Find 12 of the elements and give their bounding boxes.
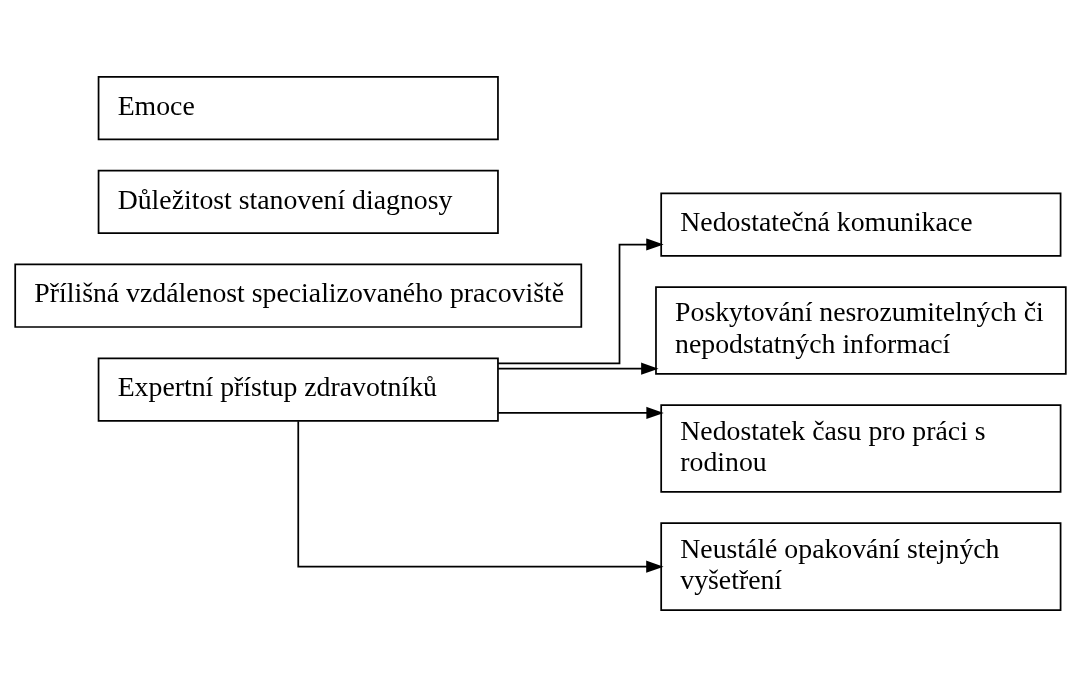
node-box: Poskytování nesrozumitelných či nepodstatných informací bbox=[655, 286, 1067, 375]
node-box: Nedostatečná komunikace bbox=[660, 192, 1062, 257]
node-box: Emoce bbox=[97, 76, 499, 141]
arrow bbox=[497, 238, 664, 365]
node-box: Neustálé opakování stejných vyšetření bbox=[660, 522, 1062, 611]
node-box: Nedostatek času pro práci s rodinou bbox=[660, 404, 1062, 493]
arrow bbox=[497, 362, 659, 375]
arrow bbox=[297, 420, 664, 573]
node-box: Důležitost stanovení diagnosy bbox=[97, 169, 499, 235]
arrow bbox=[497, 406, 664, 420]
node-box: Expertní přístup zdravotníků bbox=[97, 357, 499, 422]
node-box: Přílišná vzdálenost specializovaného pracoviště bbox=[14, 263, 583, 328]
